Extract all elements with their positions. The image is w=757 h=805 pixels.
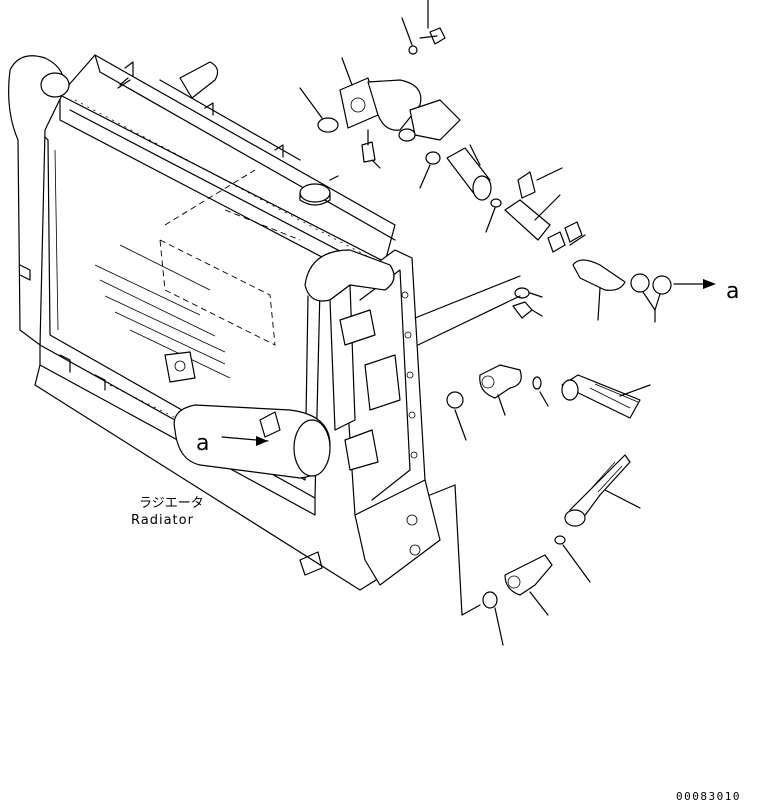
upper-outlet-parts [299, 0, 716, 346]
radiator-assembly [8, 54, 441, 591]
drawing-number: 00083010 [676, 790, 741, 803]
lower-hose [173, 404, 331, 479]
part-name-jp: ラジエータ [139, 496, 204, 511]
connection-ref-right: a [726, 279, 739, 304]
connection-ref-left: a [196, 431, 209, 456]
lower-fittings [429, 364, 651, 646]
side-bracket-panel [304, 249, 441, 586]
part-name-en: Radiator [131, 513, 194, 528]
